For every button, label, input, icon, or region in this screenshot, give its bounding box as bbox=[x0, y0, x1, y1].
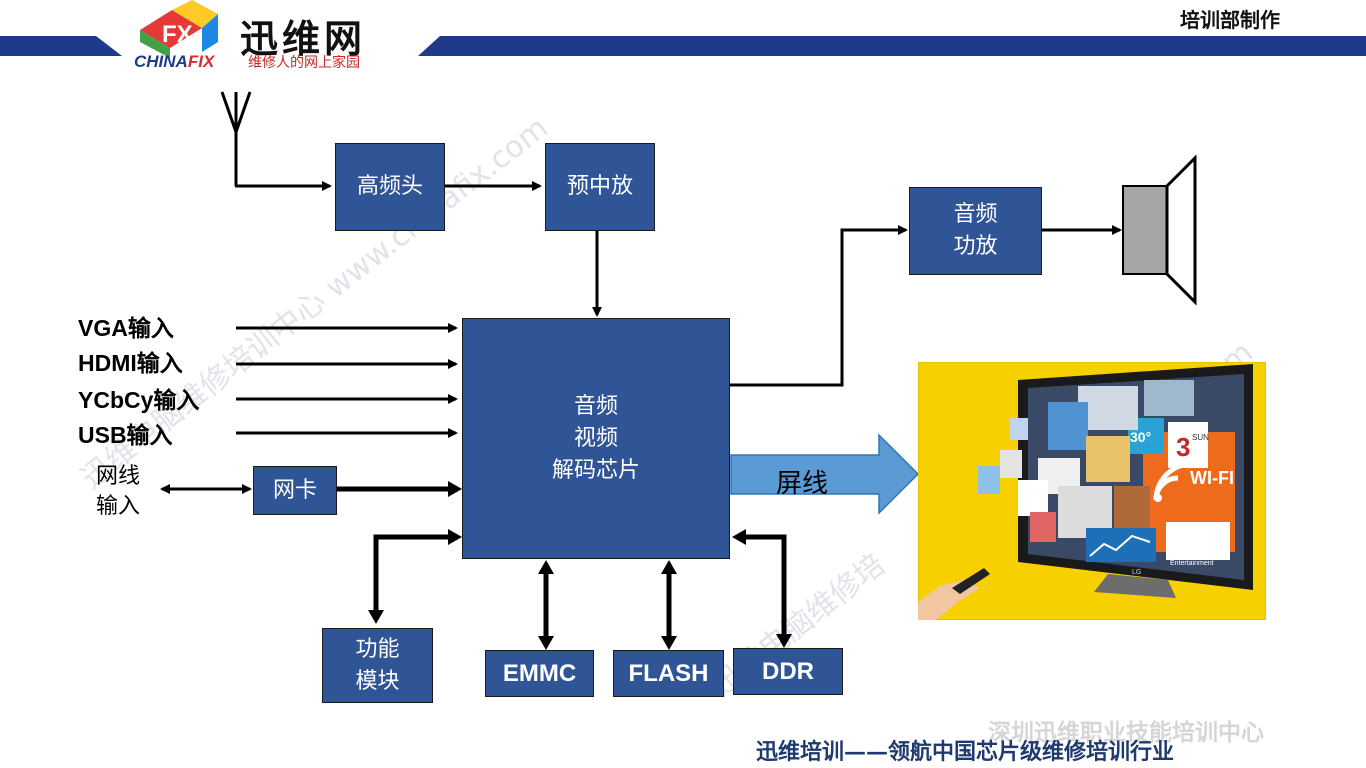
ddr-block: DDR bbox=[733, 648, 843, 695]
audio-amp-block: 音频 功放 bbox=[909, 187, 1042, 275]
remote-control-icon bbox=[918, 568, 990, 620]
preamp-label: 预中放 bbox=[566, 174, 633, 199]
tuner-label: 高频头 bbox=[356, 174, 423, 199]
corner-label: 培训部制作 bbox=[1180, 8, 1280, 32]
tv-sun-num: 3 bbox=[1176, 432, 1190, 462]
tv-brand: LG bbox=[1132, 569, 1141, 576]
tv-sun-txt: SUN bbox=[1192, 433, 1209, 442]
tv-ent-text: Entertainment bbox=[1170, 560, 1214, 567]
logo-en-a: CHINA bbox=[134, 52, 188, 71]
logo-title: 迅维网 bbox=[240, 16, 367, 61]
func-label-2: 模块 bbox=[355, 668, 400, 694]
footer-slogan: 迅维培训——领航中国芯片级维修培训行业 bbox=[756, 739, 1175, 765]
network-input-label-1: 网线 bbox=[96, 464, 141, 489]
flash-block: FLASH bbox=[613, 650, 724, 697]
speaker-icon bbox=[1122, 154, 1197, 306]
flash-label: FLASH bbox=[628, 659, 709, 687]
ycbcy-input-label: YCbCy输入 bbox=[78, 387, 200, 413]
network-input-label-2: 输入 bbox=[96, 494, 141, 519]
screen-line-arrow bbox=[730, 433, 920, 515]
func-label-1: 功能 bbox=[355, 636, 400, 662]
network-input-label: 网线 输入 bbox=[96, 462, 140, 522]
emmc-block: EMMC bbox=[485, 650, 594, 697]
function-module-block: 功能 模块 bbox=[322, 628, 433, 703]
emmc-label: EMMC bbox=[502, 659, 577, 687]
connector-decoder-audioamp bbox=[730, 225, 908, 387]
nic-label: 网卡 bbox=[272, 477, 317, 503]
footer-overlay-text: 深圳迅维职业技能培训中心 bbox=[988, 720, 1264, 746]
audio-amp-label-2: 功放 bbox=[953, 234, 998, 259]
connector-ddr-decoder bbox=[744, 534, 787, 636]
svg-text:FX: FX bbox=[162, 21, 193, 48]
tv-deg: 30° bbox=[1130, 429, 1151, 445]
chinafix-logo-icon: FX bbox=[140, 0, 218, 58]
decoder-label-3: 解码芯片 bbox=[551, 457, 640, 483]
logo-slogan: 维修人的网上家园 bbox=[248, 55, 360, 71]
smart-tv-image: WI-FI Entertainment 3 SUN 30° LG bbox=[918, 362, 1266, 620]
decoder-label-2: 视频 bbox=[573, 425, 618, 451]
ddr-label: DDR bbox=[762, 657, 814, 685]
logo-english: CHINAFIX bbox=[134, 52, 214, 72]
header-band-left bbox=[0, 36, 122, 56]
antenna-icon bbox=[220, 91, 252, 186]
hdmi-input-label: HDMI输入 bbox=[78, 350, 183, 376]
decoder-label-1: 音频 bbox=[573, 393, 618, 419]
tuner-block: 高频头 bbox=[335, 143, 445, 231]
screen-line-label: 屏线 bbox=[776, 469, 829, 499]
connector-func-decoder bbox=[373, 534, 452, 615]
vga-input-label: VGA输入 bbox=[78, 315, 174, 341]
audio-amp-label-1: 音频 bbox=[953, 202, 998, 227]
preamp-block: 预中放 bbox=[545, 143, 655, 231]
decoder-chip-block: 音频 视频 解码芯片 bbox=[462, 318, 730, 559]
logo-en-b: FIX bbox=[187, 52, 215, 71]
nic-block: 网卡 bbox=[253, 466, 337, 515]
tv-wifi-text: WI-FI bbox=[1190, 468, 1234, 488]
usb-input-label: USB输入 bbox=[78, 422, 173, 448]
header-band-right bbox=[418, 36, 1366, 56]
